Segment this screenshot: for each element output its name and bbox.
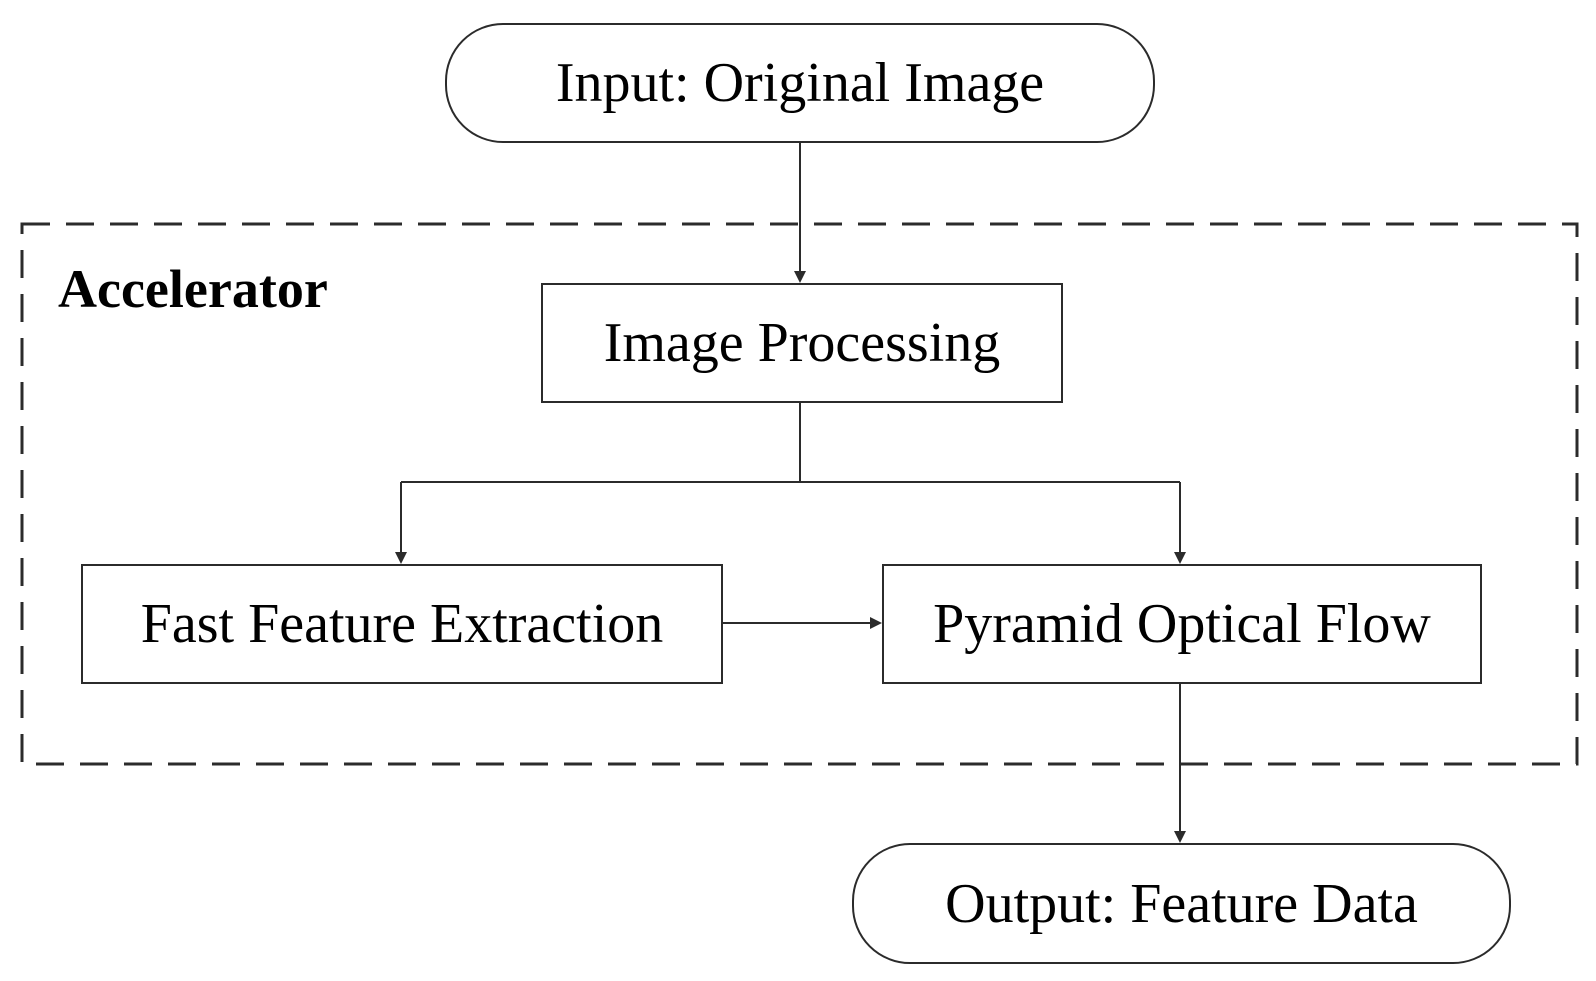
output-node-label: Output: Feature Data xyxy=(945,872,1418,935)
image-processing-node: Image Processing xyxy=(541,283,1063,403)
fast-feature-extraction-node-label: Fast Feature Extraction xyxy=(140,593,664,655)
accelerator-group-label: Accelerator xyxy=(58,259,328,319)
image-processing-node-label: Image Processing xyxy=(603,312,1001,374)
pyramid-optical-flow-node: Pyramid Optical Flow xyxy=(882,564,1482,684)
input-node-label: Input: Original Image xyxy=(555,52,1045,114)
accelerator-boundary xyxy=(20,222,1579,766)
output-node: Output: Feature Data xyxy=(852,843,1511,964)
input-node: Input: Original Image xyxy=(445,23,1155,143)
fast-feature-extraction-node: Fast Feature Extraction xyxy=(81,564,723,684)
pyramid-optical-flow-node-label: Pyramid Optical Flow xyxy=(933,593,1431,655)
